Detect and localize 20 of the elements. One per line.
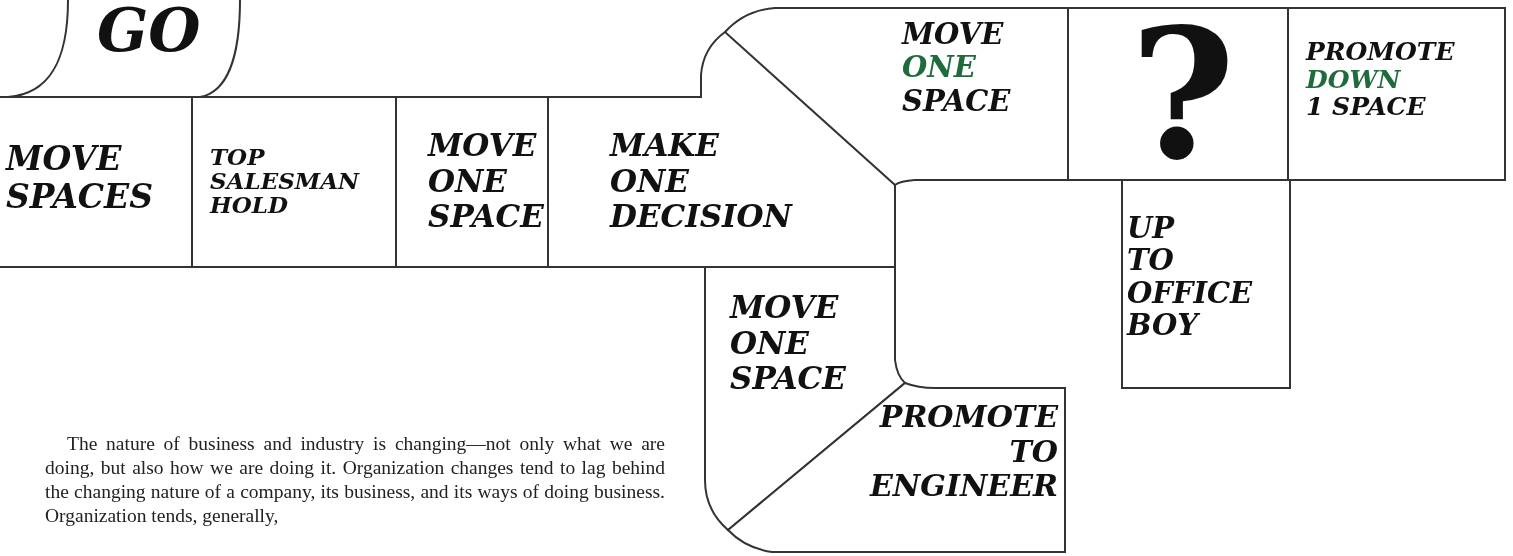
space-label: UP TO OFFICE BOY	[1127, 212, 1253, 342]
board-space	[1068, 8, 1288, 180]
board-space	[1122, 180, 1290, 388]
space-label: MAKE ONE DECISION	[610, 128, 792, 235]
space-label: MOVE ONE SPACE	[730, 290, 846, 397]
space-label: MOVE SPACES	[6, 140, 154, 216]
space-label: PROMOTE TO ENGINEER	[869, 400, 1058, 504]
space-label: PROMOTE	[1306, 38, 1455, 66]
space-label: 1 SPACE	[1306, 93, 1427, 121]
space-label: TOP SALESMAN HOLD	[210, 145, 360, 218]
space-label: ONE	[902, 51, 977, 85]
space-label: SPACE	[902, 84, 1011, 119]
space-label: MOVE	[902, 18, 1005, 52]
go-label: GO	[97, 0, 201, 60]
question-mark: ?	[1130, 4, 1236, 184]
space-label: DOWN	[1306, 65, 1402, 93]
body-paragraph: The nature of business and industry is changing—not only what we are doing, but also how we are doing it. Organization changes tend to lag behind the changing nature of a company, its business, and its ways of doing business. Organization tends, generally,	[45, 432, 665, 528]
board-space	[192, 97, 396, 267]
space-label: MOVE ONE SPACE	[428, 128, 544, 235]
board-space	[1288, 8, 1505, 180]
